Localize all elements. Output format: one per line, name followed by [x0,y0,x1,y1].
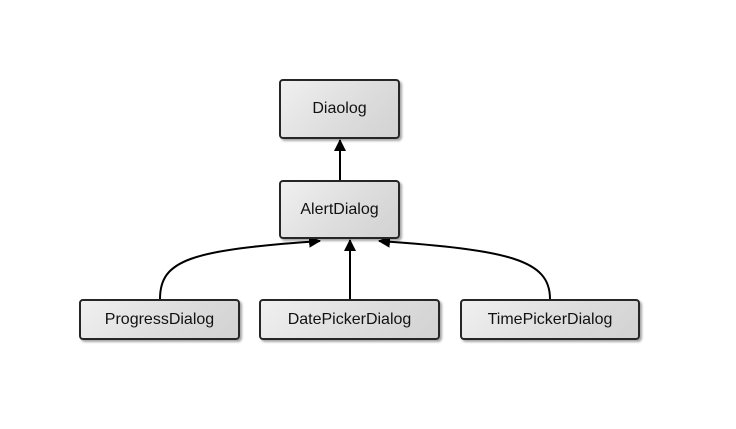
node-dialog: Diaolog [279,79,400,139]
node-alertdialog-label: AlertDialog [300,200,379,218]
node-timepickerdialog: TimePickerDialog [460,299,640,340]
node-datepickerdialog-label: DatePickerDialog [287,310,412,328]
node-datepickerdialog: DatePickerDialog [259,299,440,340]
node-progressdialog: ProgressDialog [79,299,240,340]
edge-timepickerdialog-to-alertdialog [378,235,551,300]
node-progressdialog-label: ProgressDialog [104,310,215,328]
node-timepickerdialog-label: TimePickerDialog [487,310,613,328]
node-dialog-label: Diaolog [312,100,367,117]
edge-progressdialog-to-alertdialog [159,235,321,300]
node-alertdialog: AlertDialog [279,180,400,239]
